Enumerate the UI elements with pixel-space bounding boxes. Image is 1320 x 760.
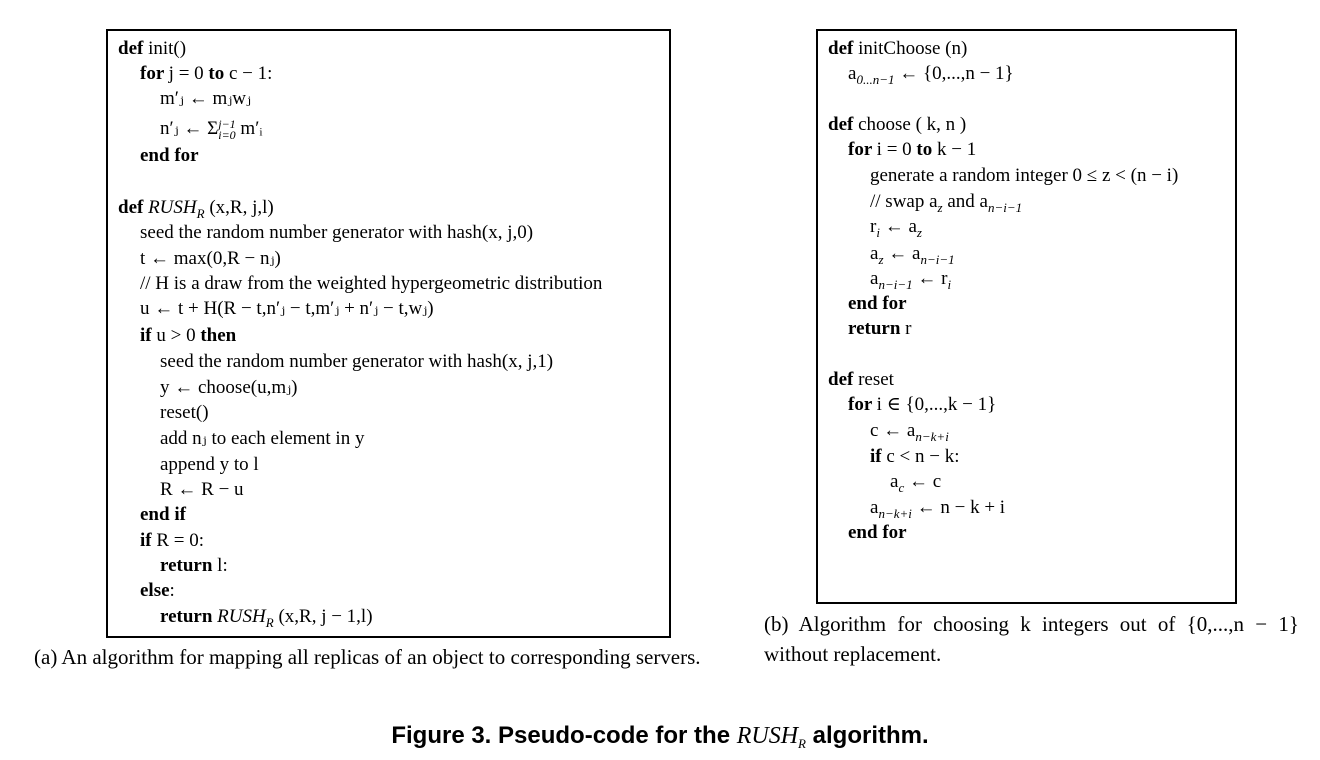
algo-b-line-17: an−k+i ← n − k + i [870,497,1006,521]
algo-a-line-18: end if [140,504,186,525]
algo-a-line-13: y ← choose(u,mⱼ) [160,377,298,398]
algo-a-line-21: else: [140,580,175,601]
algo-b-line-8: az ← an−i−1 [870,243,955,267]
algo-b-line-15: if c < n − k: [870,446,960,467]
algo-b-line-3: def choose ( k, n ) [828,114,967,135]
algo-a-line-1: def init() [118,38,187,59]
algo-b-line-4: for i = 0 to k − 1 [848,139,977,160]
algo-b-line-1: def initChoose (n) [828,38,968,59]
algo-b-line-10: end for [848,293,907,314]
algo-b-line-12: def reset [828,369,894,390]
algo-b-line-7: ri ← az [870,216,922,240]
algo-a-line-20: return l: [160,555,228,576]
algo-b-line-18: end for [848,522,907,543]
figure-caption: Figure 3. Pseudo-code for the RUSHR algo… [0,722,1320,752]
figure-caption-alg: RUSHR [736,723,806,751]
algo-a-line-14: reset() [160,402,209,423]
algo-a-line-22: return RUSHR (x,R, j − 1,l) [160,606,373,630]
algo-a-line-11: if u > 0 then [140,325,237,346]
algo-a-line-16: append y to l [160,454,259,475]
algo-a-line-19: if R = 0: [140,530,205,551]
algo-b-line-5: generate a random integer 0 ≤ z < (n − i… [870,165,1179,186]
algo-a-line-15: add nⱼ to each element in y [160,428,365,449]
caption-b: (b) Algorithm for choosing k integers ou… [764,612,1299,666]
algo-b-line-6: // swap az and an−i−1 [870,191,1023,215]
algo-b-line-14: c ← an−k+i [870,420,949,444]
figure-caption-suffix: algorithm. [805,722,929,749]
algo-b-line-11: return r [848,318,912,339]
algorithm-a-box [106,29,671,638]
algo-b-line-13: for i ∈ {0,...,k − 1} [848,394,997,415]
algo-a-line-12: seed the random number generator with ha… [160,351,554,372]
algo-a-line-3: m′ⱼ ← mⱼwⱼ [160,88,251,109]
algo-a-line-7: seed the random number generator with ha… [140,222,534,243]
algo-a-line-10: u ← t + H(R − t,n′ⱼ − t,m′ⱼ + n′ⱼ − t,wⱼ… [140,298,434,319]
algo-a-line-5: end for [140,145,199,166]
algo-a-line-8: t ← max(0,R − nⱼ) [140,248,281,269]
caption-a: (a) An algorithm for mapping all replica… [34,645,701,669]
algo-a-line-6: def RUSHR (x,R, j,l) [118,197,274,221]
algo-a-line-17: R ← R − u [160,479,244,500]
algo-b-line-16: ac ← c [890,471,942,495]
algo-a-line-9: // H is a draw from the weighted hyperge… [140,273,603,294]
algorithm-b-box [816,29,1237,604]
figure-caption-prefix: Figure 3. Pseudo-code for the [391,722,737,749]
algo-a-line-2: for j = 0 to c − 1: [140,63,273,84]
algo-b-line-2: a0...n−1 ← {0,...,n − 1} [848,63,1014,87]
algo-b-line-9: an−i−1 ← ri [870,268,952,292]
